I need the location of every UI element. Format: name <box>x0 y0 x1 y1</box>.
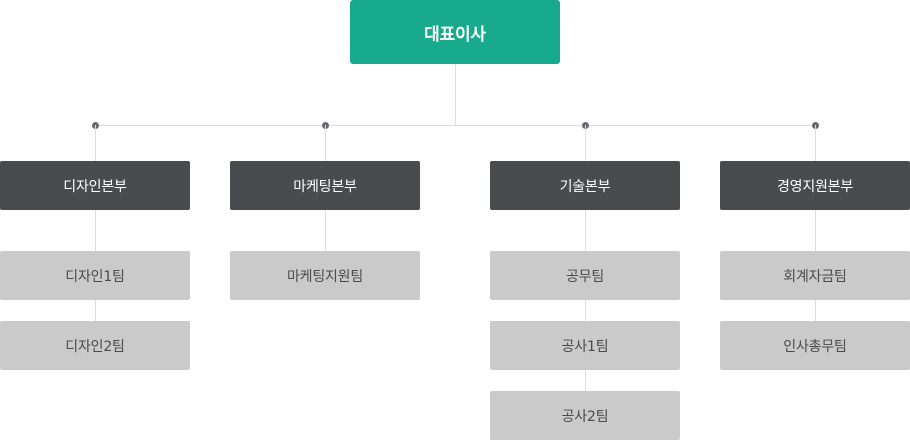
team-box: 인사총무팀 <box>720 321 910 370</box>
team-label: 마케팅지원팀 <box>286 268 364 285</box>
team-label: 공사2팀 <box>561 408 609 425</box>
team-column-line <box>325 210 326 276</box>
division-drop-line <box>585 125 586 161</box>
division-design: 디자인본부 <box>0 161 190 210</box>
ceo-label: 대표이사 <box>424 24 486 45</box>
team-box: 마케팅지원팀 <box>230 251 420 300</box>
division-bus-line <box>95 125 816 126</box>
team-label: 회계자금팀 <box>783 268 847 285</box>
team-box: 디자인1팀 <box>0 251 190 300</box>
division-drop-line <box>95 125 96 161</box>
team-label: 디자인1팀 <box>65 268 125 285</box>
division-technology: 기술본부 <box>490 161 680 210</box>
division-label: 마케팅본부 <box>293 178 357 195</box>
division-management-support: 경영지원본부 <box>720 161 910 210</box>
division-marketing: 마케팅본부 <box>230 161 420 210</box>
division-label: 디자인본부 <box>63 178 127 195</box>
team-box: 공무팀 <box>490 251 680 300</box>
division-drop-line <box>325 125 326 161</box>
team-box: 공사1팀 <box>490 321 680 370</box>
team-label: 디자인2팀 <box>65 338 125 355</box>
division-drop-line <box>815 125 816 161</box>
division-label: 기술본부 <box>559 178 611 195</box>
ceo-connector <box>455 64 456 125</box>
team-label: 공사1팀 <box>561 338 609 355</box>
team-box: 공사2팀 <box>490 391 680 440</box>
team-label: 인사총무팀 <box>783 338 847 355</box>
team-box: 회계자금팀 <box>720 251 910 300</box>
team-box: 디자인2팀 <box>0 321 190 370</box>
division-label: 경영지원본부 <box>776 178 854 195</box>
team-column-line <box>585 210 586 416</box>
ceo-box: 대표이사 <box>350 0 560 64</box>
team-label: 공무팀 <box>565 268 605 285</box>
